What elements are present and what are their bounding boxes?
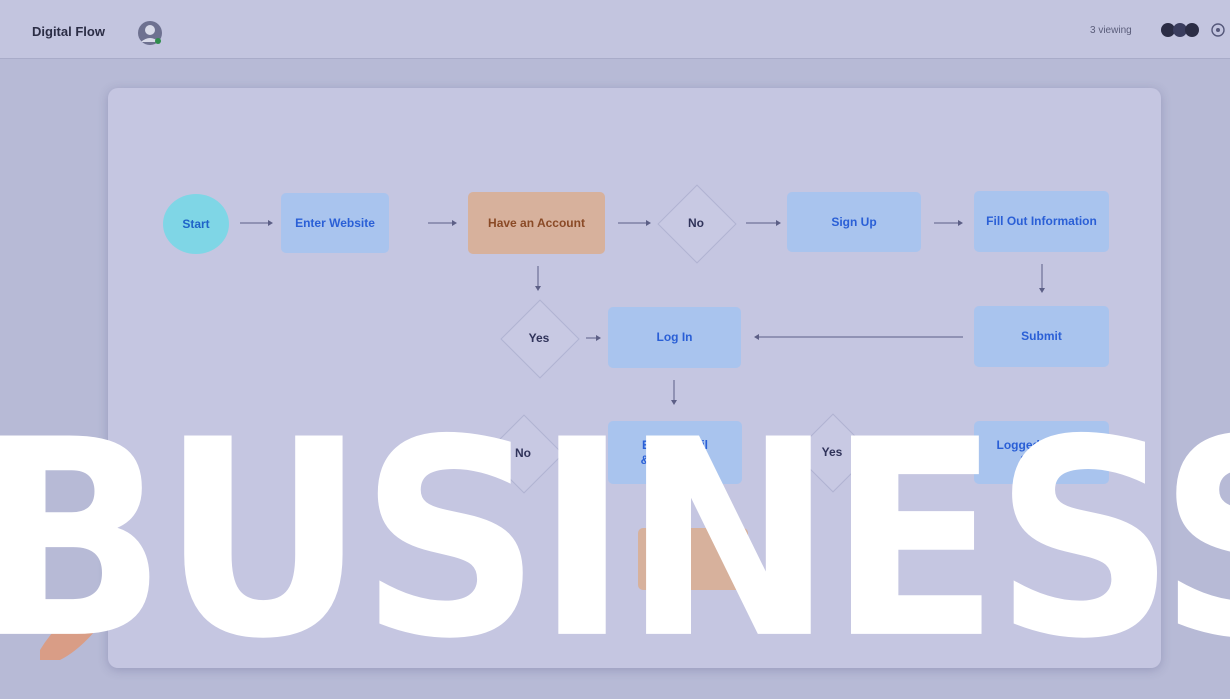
- decision-no-node[interactable]: No: [483, 413, 564, 494]
- fill-out-information-node[interactable]: Fill Out Information: [974, 191, 1109, 252]
- viewer-avatars-icon[interactable]: [1160, 22, 1200, 38]
- arrow-right: [746, 220, 781, 226]
- arrow-down: [671, 380, 677, 405]
- hand-image: [40, 588, 144, 660]
- hidden-node: [638, 528, 748, 590]
- submit-node[interactable]: Submit: [974, 306, 1109, 367]
- decision-label: Yes: [528, 331, 550, 345]
- node-label-line: System: [1020, 452, 1063, 467]
- arrow-down: [535, 266, 541, 291]
- arrow-right: [428, 220, 457, 226]
- arrow-right: [934, 220, 963, 226]
- decision-label: Yes: [821, 445, 843, 459]
- node-label-line: & Password: [640, 452, 710, 467]
- arrow-down: [673, 493, 675, 517]
- arrow-right: [240, 220, 273, 226]
- enter-email-password-node[interactable]: Enter Email & Password: [608, 421, 742, 484]
- arrow-down: [1039, 264, 1045, 293]
- enter-website-node[interactable]: Enter Website: [281, 193, 389, 253]
- app-title: Digital Flow: [32, 24, 105, 39]
- arrow-right: [586, 335, 601, 341]
- log-in-node[interactable]: Log In: [608, 307, 741, 368]
- decision-no-node[interactable]: No: [656, 183, 737, 264]
- decision-yes-node[interactable]: Yes: [792, 412, 873, 493]
- overlay-headline: BUSINESS: [0, 382, 1230, 699]
- flowchart-canvas[interactable]: Start Enter Website Have an Account No S…: [108, 88, 1161, 668]
- arrow-right: [568, 450, 601, 456]
- viewing-count: 3 viewing: [1090, 25, 1132, 36]
- have-account-node[interactable]: Have an Account: [468, 192, 605, 254]
- decision-label: No: [688, 216, 704, 230]
- arrow-right: [618, 220, 651, 226]
- node-label-line: Enter Email: [641, 437, 709, 452]
- app-bar: Digital Flow 3 viewing: [0, 0, 1230, 59]
- logged-into-system-node[interactable]: Logged into the System: [974, 421, 1109, 484]
- sign-up-node[interactable]: Sign Up: [787, 192, 921, 252]
- user-avatar-icon[interactable]: [137, 20, 163, 46]
- arrow-right: [883, 449, 962, 455]
- start-node[interactable]: Start: [163, 194, 229, 254]
- arrow-left: [754, 334, 963, 340]
- decision-yes-node[interactable]: Yes: [499, 298, 580, 379]
- decision-label: No: [515, 446, 531, 460]
- settings-icon[interactable]: [1210, 22, 1226, 38]
- node-label-line: Logged into the: [996, 437, 1087, 452]
